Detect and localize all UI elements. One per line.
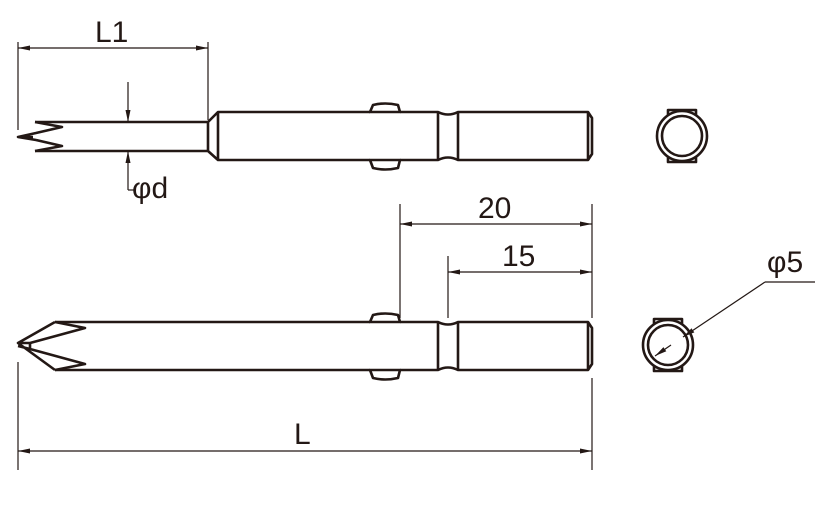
dim-label-phi-5: φ5: [767, 246, 803, 279]
dim-label-l1: L1: [95, 16, 128, 49]
top-end-view: [655, 108, 709, 164]
dim-label-phi-d: φd: [132, 172, 168, 205]
top-bit: [16, 102, 594, 171]
bottom-bit: [16, 312, 594, 381]
dim-label-15: 15: [502, 240, 535, 273]
dimension-lines: [17, 42, 815, 470]
dim-label-l: L: [294, 418, 311, 451]
dim-label-20: 20: [478, 192, 511, 225]
bottom-end-view: [641, 317, 695, 373]
